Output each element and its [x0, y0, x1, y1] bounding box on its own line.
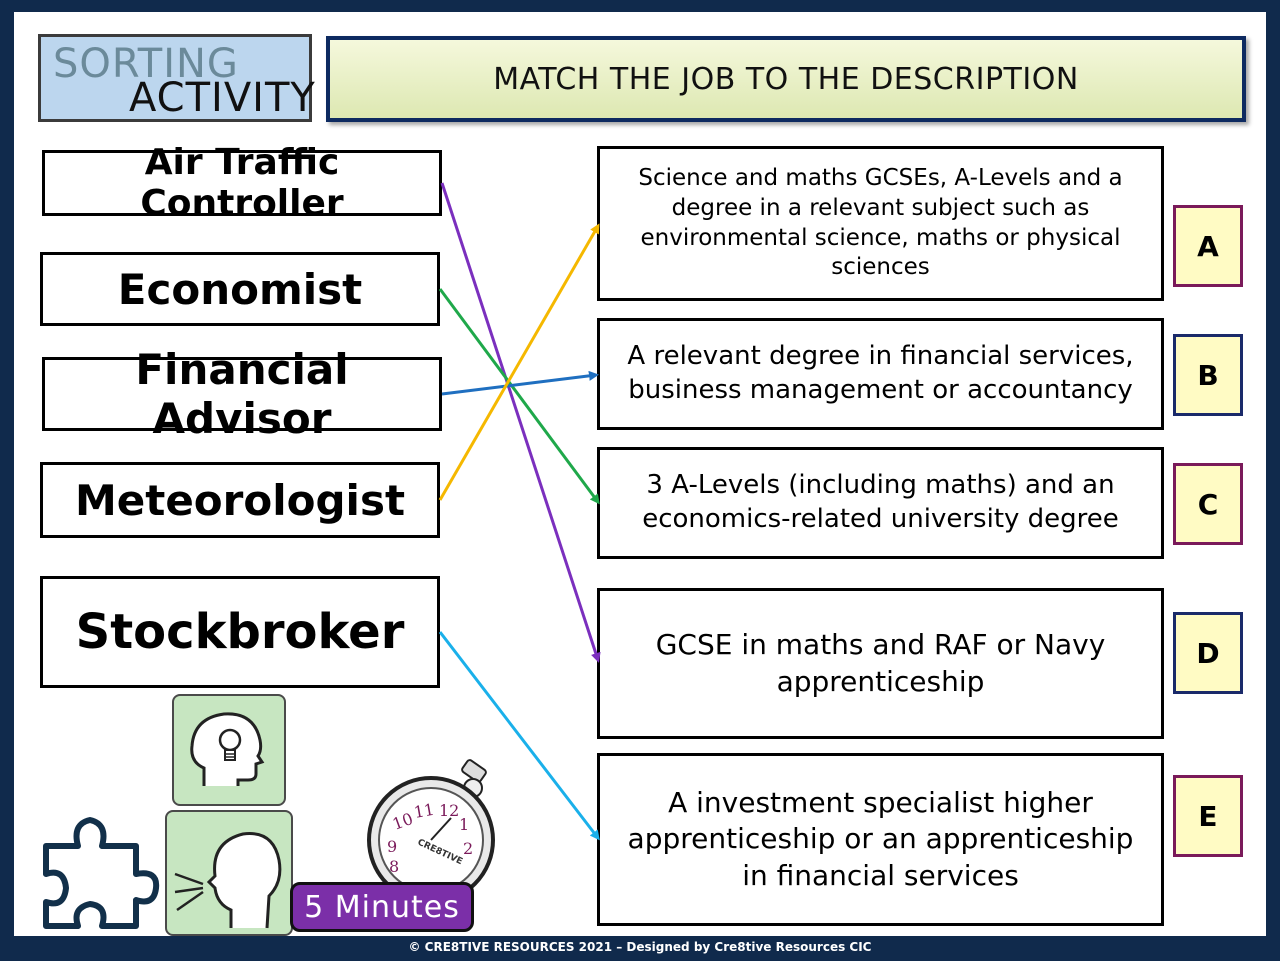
timer-badge: 5 Minutes: [290, 882, 474, 932]
svg-text:2: 2: [463, 839, 473, 858]
description-card-c[interactable]: 3 A-Levels (including maths) and an econ…: [597, 447, 1164, 559]
job-card-financial-advisor[interactable]: Financial Advisor: [42, 345, 442, 443]
puzzle-piece-icon: [43, 817, 160, 929]
svg-text:1: 1: [459, 815, 469, 834]
lightbulb-head-icon: [172, 694, 286, 806]
job-card-stockbroker[interactable]: Stockbroker: [40, 576, 440, 688]
job-card-meteorologist[interactable]: Meteorologist: [40, 462, 440, 538]
speaking-head-icon: [165, 810, 293, 936]
svg-text:8: 8: [389, 857, 399, 876]
svg-text:9: 9: [387, 837, 397, 856]
letter-box-d: D: [1173, 612, 1243, 694]
page-title: MATCH THE JOB TO THE DESCRIPTION: [326, 36, 1246, 122]
letter-box-e: E: [1173, 775, 1243, 857]
description-card-a[interactable]: Science and maths GCSEs, A-Levels and a …: [597, 146, 1164, 301]
description-card-b[interactable]: A relevant degree in financial services,…: [597, 318, 1164, 430]
description-card-d[interactable]: GCSE in maths and RAF or Navy apprentice…: [597, 588, 1164, 739]
stopwatch-icon: 10 11 12 1 2 9 8 CRE8TIVE: [367, 759, 495, 898]
letter-box-a: A: [1173, 205, 1243, 287]
footer-credits: © CRE8TIVE RESOURCES 2021 – Designed by …: [408, 940, 872, 954]
svg-text:12: 12: [439, 801, 459, 820]
job-card-air-traffic-controller[interactable]: Air Traffic Controller: [42, 142, 442, 224]
job-card-economist[interactable]: Economist: [40, 252, 440, 326]
letter-box-b: B: [1173, 334, 1243, 416]
sorting-activity-logo: SORTING ACTIVITY: [38, 34, 315, 122]
logo-line-1: SORTING: [53, 41, 239, 87]
letter-box-c: C: [1173, 463, 1243, 545]
logo-line-2: ACTIVITY: [129, 75, 316, 121]
description-card-e[interactable]: A investment specialist higher apprentic…: [597, 753, 1164, 926]
svg-text:11: 11: [412, 800, 435, 822]
